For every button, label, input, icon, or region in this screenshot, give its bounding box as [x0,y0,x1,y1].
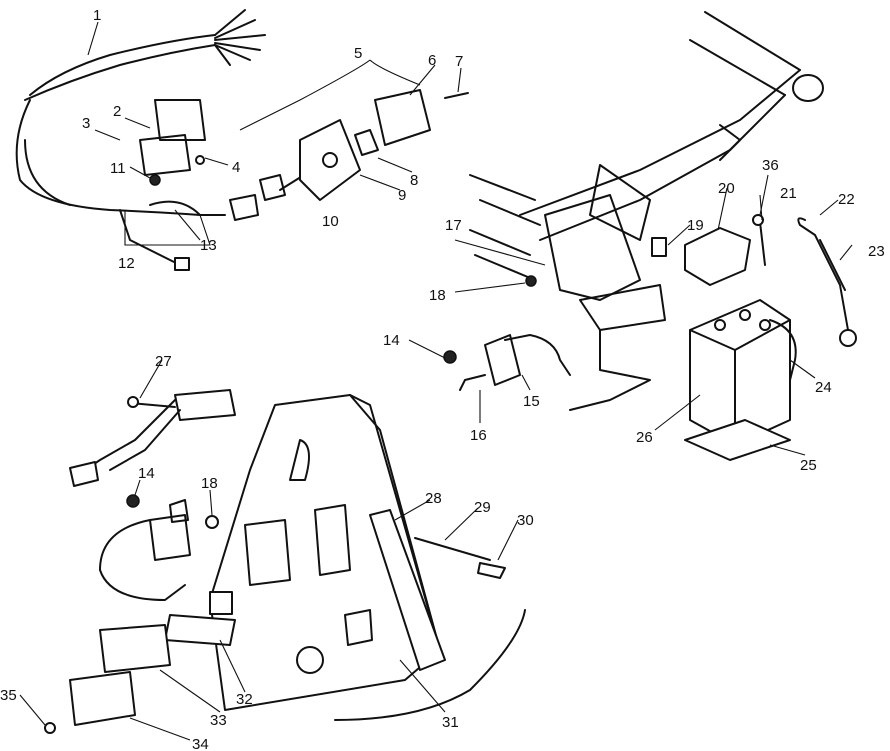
callout-6: 6 [428,52,436,69]
callout-35: 35 [0,687,17,704]
cdi-box [69,389,236,487]
callout-16: 16 [470,427,487,444]
electrical-panel [209,394,526,721]
panel-bracket [369,509,506,671]
ignition-coil [99,494,219,601]
callout-1: 1 [93,7,101,24]
callout-21: 21 [780,185,797,202]
callout-8: 8 [410,172,418,189]
callout-23: 23 [868,243,885,260]
callout-33: 33 [210,712,227,729]
callout-27: 27 [155,353,172,370]
callout-4: 4 [232,159,240,176]
callout-18-lower: 18 [201,475,218,492]
callout-12: 12 [118,255,135,272]
callout-24: 24 [815,379,832,396]
callout-2: 2 [113,103,121,120]
callout-28: 28 [425,490,442,507]
callout-29: 29 [474,499,491,516]
callout-14-upper: 14 [383,332,400,349]
relay-parts [44,614,236,734]
callout-3: 3 [82,115,90,132]
callout-9: 9 [398,187,406,204]
taillight-assembly [139,89,469,201]
callout-14-lower: 14 [138,465,155,482]
callout-19: 19 [687,217,704,234]
battery-bracket [544,194,751,411]
callout-31: 31 [442,714,459,731]
callout-11: 11 [110,160,126,177]
callout-18-upper: 18 [429,287,446,304]
battery-cable [752,214,857,347]
voltage-regulator [443,275,571,391]
callout-25: 25 [800,457,817,474]
callout-36: 36 [762,157,779,174]
callout-32: 32 [236,691,253,708]
callout-17: 17 [445,217,462,234]
callout-numbers: 1 2 3 4 5 6 7 8 9 10 11 12 13 14 14 15 1… [0,7,885,751]
battery-mat [684,419,791,461]
callout-30: 30 [517,512,534,529]
callout-34: 34 [192,736,209,751]
leader-lines [19,21,853,741]
battery [689,299,797,446]
callout-7: 7 [455,53,463,70]
callout-13: 13 [200,237,217,254]
callout-26: 26 [636,429,653,446]
callout-20: 20 [718,180,735,197]
callout-15: 15 [523,393,540,410]
wire-harness [15,9,266,271]
callout-5: 5 [354,45,362,62]
callout-10: 10 [322,213,339,230]
frame-tube [469,11,824,281]
callout-22: 22 [838,191,855,208]
